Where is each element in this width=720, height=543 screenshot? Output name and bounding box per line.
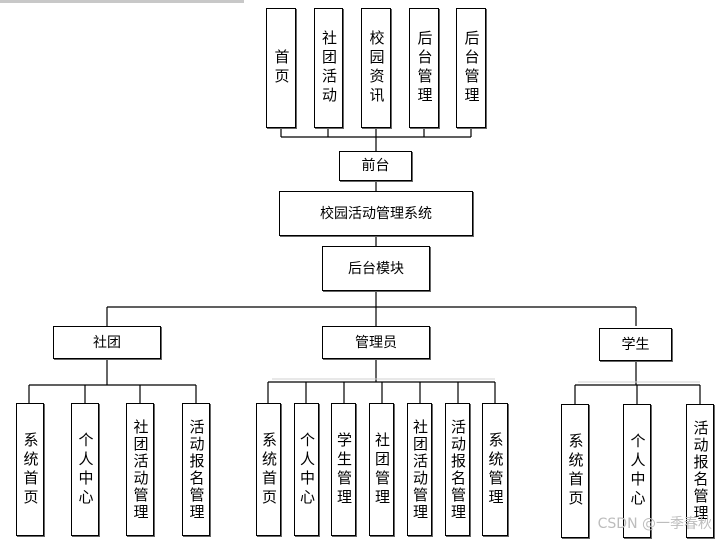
role-club-node: 社团: [53, 326, 161, 359]
front-item-label: 校园资讯: [367, 30, 386, 106]
club-item-club-activity-management: 社团活动管理: [126, 403, 154, 536]
admin-item-student-management: 学生管理: [331, 403, 356, 536]
club-item-system-home: 系统首页: [16, 403, 44, 536]
front-item-backend-admin-2: 后台管理: [456, 8, 486, 128]
front-item-label: 社团活动: [320, 30, 338, 106]
club-item-personal-center: 个人中心: [71, 403, 99, 536]
admin-item-label: 个人中心: [298, 431, 316, 508]
student-item-label: 活动报名管理: [691, 420, 710, 522]
front-node: 前台: [339, 151, 412, 181]
root-node-label: 校园活动管理系统: [320, 205, 432, 222]
admin-item-system-management: 系统管理: [482, 403, 508, 536]
front-item-label: 首页: [272, 49, 291, 87]
front-item-backend-admin-1: 后台管理: [409, 8, 439, 128]
admin-item-label: 系统管理: [486, 431, 505, 508]
front-item-label: 后台管理: [415, 30, 434, 106]
back-module-node: 后台模块: [322, 246, 430, 291]
role-label: 社团: [93, 334, 121, 351]
front-item-home: 首页: [266, 8, 296, 128]
admin-item-label: 社团管理: [373, 431, 391, 508]
watermark: CSDN @一季春秋: [597, 516, 712, 532]
role-label: 管理员: [355, 334, 397, 351]
club-item-label: 社团活动管理: [131, 418, 150, 521]
admin-item-activity-signup-management: 活动报名管理: [445, 403, 470, 536]
student-item-label: 系统首页: [566, 433, 585, 509]
admin-item-club-activity-management: 社团活动管理: [407, 403, 432, 536]
role-student-node: 学生: [599, 328, 672, 361]
admin-item-label: 社团活动管理: [411, 418, 429, 521]
club-item-label: 活动报名管理: [187, 418, 206, 521]
front-item-club-activities: 社团活动: [314, 8, 343, 128]
top-scroll-bar: [0, 0, 244, 3]
student-item-activity-signup-management: 活动报名管理: [686, 404, 714, 538]
admin-item-personal-center: 个人中心: [294, 403, 319, 536]
student-item-label: 个人中心: [628, 433, 647, 509]
club-item-label: 个人中心: [76, 431, 95, 508]
student-item-system-home: 系统首页: [561, 404, 589, 538]
front-item-label: 后台管理: [462, 30, 481, 106]
admin-item-label: 活动报名管理: [449, 418, 467, 521]
student-item-personal-center: 个人中心: [623, 404, 651, 538]
admin-item-system-home: 系统首页: [256, 403, 281, 536]
back-module-label: 后台模块: [348, 260, 404, 277]
front-item-campus-news: 校园资讯: [361, 8, 391, 128]
admin-item-label: 系统首页: [260, 431, 278, 508]
admin-item-label: 学生管理: [335, 431, 353, 508]
admin-item-club-management: 社团管理: [369, 403, 394, 536]
club-item-label: 系统首页: [21, 431, 40, 508]
role-admin-node: 管理员: [322, 326, 430, 359]
club-item-activity-signup-management: 活动报名管理: [182, 403, 210, 536]
front-node-label: 前台: [361, 158, 390, 174]
root-node: 校园活动管理系统: [279, 191, 473, 236]
role-label: 学生: [621, 336, 650, 353]
